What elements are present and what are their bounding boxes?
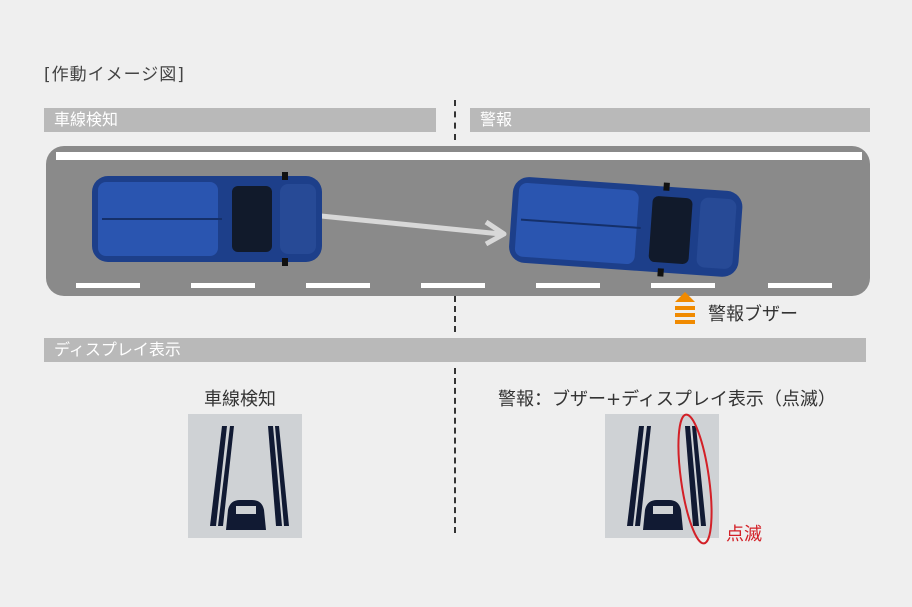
left-panel-caption: 車線検知 [204,385,276,411]
divider-top [454,100,456,140]
buzzer-icon [672,290,698,326]
detect-section-header: 車線検知 [44,108,436,132]
divider-middle [454,296,456,332]
divider-bottom [454,368,456,533]
page-title: [作動イメージ図] [44,60,185,85]
road-scene [46,146,870,296]
blink-highlight-ellipse [670,412,720,546]
road-illustration [46,146,870,296]
car-right-icon [508,172,744,282]
buzzer-label: 警報ブザー [708,300,798,326]
motion-arrow-icon [321,216,504,244]
warn-section-header: 警報 [470,108,870,132]
dashed-lane-line [76,283,832,288]
car-left-icon [92,172,322,266]
solid-lane-line [56,152,862,160]
blink-label: 点滅 [726,520,762,546]
display-section-header: ディスプレイ表示 [44,338,866,362]
display-panel-detect [188,414,302,538]
lane-display-detect-icon [188,414,302,538]
right-panel-caption: 警報：ブザー+ディスプレイ表示（点滅） [498,385,836,411]
